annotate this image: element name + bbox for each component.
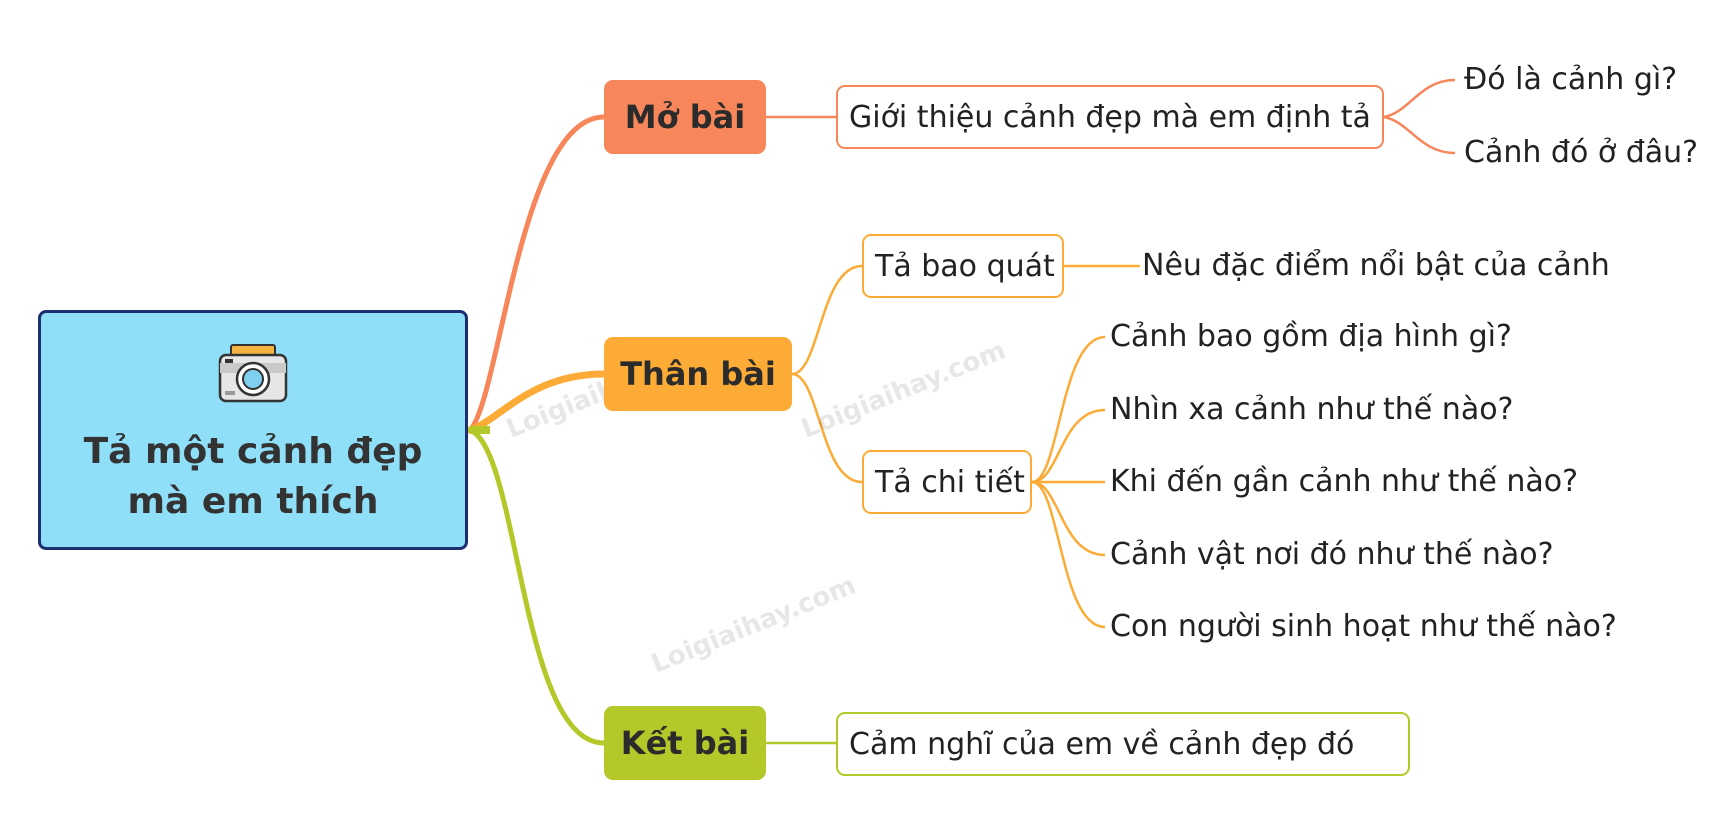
leaf-opening-1: Đó là cảnh gì? — [1464, 62, 1678, 97]
connector-detail-leaf-2 — [1031, 408, 1106, 484]
connector-body-detail — [791, 372, 863, 484]
node-feelings: Cảm nghĩ của em về cảnh đẹp đó — [836, 712, 1410, 776]
leaf-detail-1: Cảnh bao gồm địa hình gì? — [1110, 319, 1512, 354]
leaf-detail-4: Cảnh vật nơi đó như thế nào? — [1110, 537, 1554, 572]
connector-intro-leaf-1 — [1383, 78, 1456, 119]
leaf-overview: Nêu đặc điểm nổi bật của cảnh — [1142, 248, 1610, 283]
connector-intro-leaf-2 — [1383, 115, 1456, 155]
central-title-line-2: mà em thích — [127, 481, 379, 522]
node-overview: Tả bao quát — [862, 234, 1064, 298]
leaf-detail-5: Con người sinh hoạt như thế nào? — [1110, 609, 1617, 644]
node-detail: Tả chi tiết — [862, 450, 1032, 514]
connector-central-body — [466, 370, 608, 434]
branch-closing: Kết bài — [604, 706, 766, 780]
leaf-detail-2: Nhìn xa cảnh như thế nào? — [1110, 392, 1514, 427]
leaf-detail-3: Khi đến gần cảnh như thế nào? — [1110, 464, 1579, 499]
node-introduction: Giới thiệu cảnh đẹp mà em định tả — [836, 85, 1384, 149]
branch-body: Thân bài — [604, 337, 792, 411]
central-title-line-1: Tả một cảnh đẹp — [83, 431, 423, 472]
connector-detail-leaf-4 — [1031, 480, 1106, 557]
central-topic: Tả một cảnh đẹp mà em thích — [38, 310, 468, 550]
connector-detail-leaf-1 — [1031, 335, 1106, 484]
branch-opening: Mở bài — [604, 80, 766, 154]
camera-icon — [218, 344, 288, 403]
connector-central-closing — [467, 427, 607, 746]
connector-detail-leaf-5 — [1031, 480, 1106, 629]
central-title: Tả một cảnh đẹp mà em thích — [73, 427, 433, 527]
leaf-opening-2: Cảnh đó ở đâu? — [1464, 135, 1699, 170]
connector-body-overview — [791, 264, 863, 376]
connector-central-opening — [467, 114, 607, 433]
